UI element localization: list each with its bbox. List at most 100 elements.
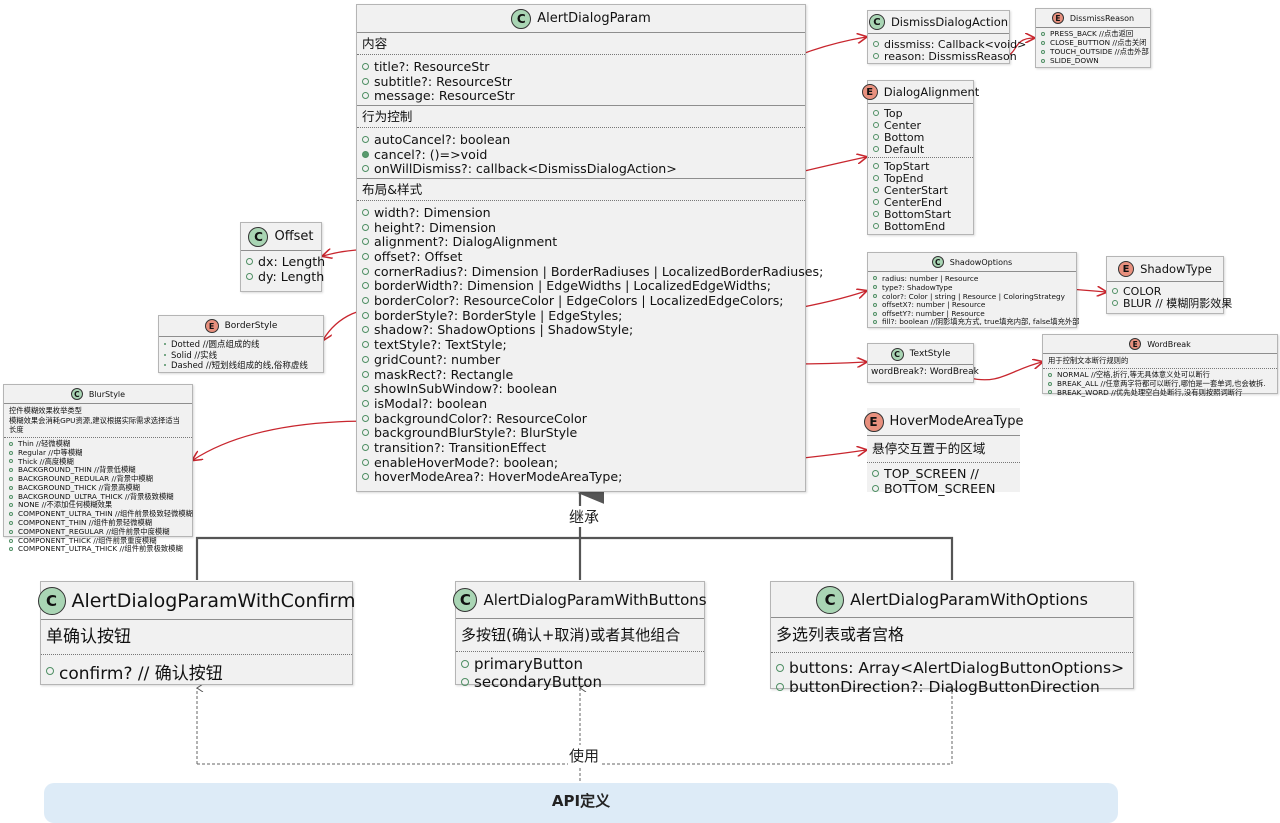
field-text: alignment?: DialogAlignment [374,234,558,250]
field-text: offsetY?: number | Resource [882,309,985,319]
field-text: showInSubWindow?: boolean [374,381,558,397]
field-row: alignment?: DialogAlignment [357,234,805,250]
field-icon [1112,288,1118,294]
field-row: cornerRadius?: Dimension | BorderRadiuse… [357,264,823,279]
field-icon [9,477,13,482]
field-icon [1041,58,1045,63]
field-icon [873,223,879,229]
class-name: TextStyle [909,349,951,359]
field-icon [362,326,369,334]
field-icon [9,494,13,499]
field-text: dx: Length [258,253,326,269]
field-text: BACKGROUND_THIN //背景低模糊 [18,465,136,475]
enum-hovermodeareatype[interactable]: E HoverModeAreaType 悬停交互置于的区域 TOP_SCREEN… [863,408,1023,496]
enum-wordbreak[interactable]: E WordBreak 用于控制文本断行规则的 NORMAL //空格,折行,等… [1042,334,1278,397]
field-text: borderStyle?: BorderStyle | EdgeStyles; [374,307,623,323]
field-icon [9,450,13,455]
api-definition-bar[interactable]: API定义 [44,783,1118,823]
class-name: AlertDialogParamWithButtons [483,591,707,609]
field-text: fill?: boolean //阴影填充方式, true填充内部, false… [882,317,1080,327]
field-row: Dotted //圆点组成的线 [159,339,323,350]
field-icon [9,503,13,508]
field-text: Top [884,106,903,120]
field-icon [246,257,253,265]
class-alertdialogparamwithconfirm[interactable]: C AlertDialogParamWithConfirm 单确认按钮 conf… [37,581,356,685]
class-badge-icon: C [868,14,885,30]
class-badge-icon: C [931,256,944,268]
class-dismissdialogaction[interactable]: C DismissDialogAction dissmiss: Callback… [867,10,1026,64]
field-icon [873,122,879,128]
field-text: TopEnd [884,171,924,185]
class-name: AlertDialogParamWithConfirm [71,589,356,612]
field-icon [873,276,877,281]
note-line: 模糊效果会消耗GPU资源,建议根据实际需求选择适当长度 [9,415,180,435]
class-header: E ShadowType [1107,257,1223,282]
field-icon [362,77,369,85]
field-icon [362,370,369,378]
field-icon [362,399,369,407]
field-icon [1041,49,1045,54]
field-icon [362,253,369,261]
field-icon [362,150,369,158]
class-offset[interactable]: C Offset dx: Length dy: Length [240,222,326,292]
field-icon [9,441,13,446]
enum-badge-icon: E [204,319,219,333]
field-row: Top [868,106,973,120]
field-text: backgroundBlurStyle?: BlurStyle [374,425,578,441]
field-text: BREAK_ALL //任意两字符都可以断行,哪怕是一套单词,也会被拆. [1057,378,1266,388]
field-row: PRESS_BACK //点击返回 [1036,29,1150,39]
class-name: ShadowType [1140,262,1212,276]
field-icon [873,302,877,307]
field-icon [9,459,13,464]
field-row: confirm? // 确认按钮 [41,660,352,684]
field-row: Solid //实线 [159,350,323,361]
field-row: BACKGROUND_REDULAR //背景中模糊 [4,474,192,484]
field-text: hoverModeArea?: HoverModeAreaType; [374,469,623,485]
field-icon [9,521,13,526]
field-icon [873,41,879,47]
class-blurstyle[interactable]: C BlurStyle 控件模糊效果枚举类型 模糊效果会消耗GPU资源,建议根据… [3,384,193,553]
field-row: CLOSE_BUTTION //点击关闭 [1036,38,1150,48]
field-row: COMPONENT_REGULAR //组件前景中度模糊 [4,527,192,536]
field-icon [164,353,166,356]
field-icon [362,165,369,173]
class-header: C TextStyle [868,344,973,365]
field-text: primaryButton [474,655,583,673]
field-row: hoverModeArea?: HoverModeAreaType; [357,469,805,485]
field-text: cornerRadius?: Dimension | BorderRadiuse… [374,263,824,279]
field-row: NORMAL //空格,折行,等无具体意义处可以断行 [1043,370,1277,380]
class-name: HoverModeAreaType [889,414,1024,429]
field-row: gridCount?: number [357,352,805,367]
field-icon [873,285,877,290]
class-header: C AlertDialogParamWithConfirm [37,582,356,620]
field-text: COMPONENT_REGULAR //组件前景中度模糊 [18,526,170,536]
field-text: title?: ResourceStr [374,58,490,74]
field-text: Default [884,142,925,156]
class-alertdialogparamwithoptions[interactable]: C AlertDialogParamWithOptions 多选列表或者宫格 b… [770,581,1134,696]
field-row: BACKGROUND_THICK //背景高模糊 [4,483,192,492]
class-alertdialogparamwithbuttons[interactable]: C AlertDialogParamWithButtons 多按钮(确认+取消)… [453,581,707,691]
field-icon [9,529,13,534]
field-row: wordBreak?: WordBreak [868,365,979,379]
field-row: BREAK_WORD //优先处理空白处断行,没有则按照词断行 [1043,388,1277,397]
field-text: COMPONENT_THIN //组件前景轻微模糊 [18,518,153,528]
class-textstyle[interactable]: C TextStyle wordBreak?: WordBreak [867,343,979,383]
class-badge-icon: C [248,226,269,247]
section-title: 多按钮(确认+取消)或者其他组合 [456,619,704,652]
field-row: COMPONENT_THICK //组件前景重度模糊 [4,536,192,545]
field-row: TOP_SCREEN // [867,466,1020,481]
field-icon [1048,390,1052,395]
class-shadowoptions[interactable]: C ShadowOptions radius: number | Resourc… [867,252,1080,328]
field-text: BottomStart [884,207,952,221]
field-row: radius: number | Resource [868,274,1076,283]
field-text: BACKGROUND_REDULAR //背景中模糊 [18,474,153,484]
field-icon [873,293,877,298]
field-text: offset?: Offset [374,249,463,265]
field-row: Regular //中等模糊 [4,448,192,457]
field-icon [46,667,54,675]
